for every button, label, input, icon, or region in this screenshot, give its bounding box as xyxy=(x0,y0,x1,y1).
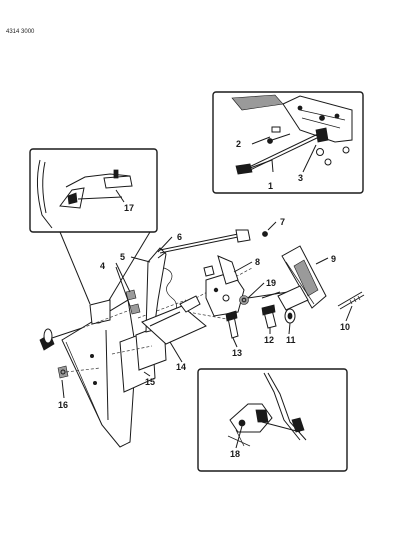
pedal-arm xyxy=(145,247,167,333)
leader-inset17 xyxy=(59,231,91,305)
callout-7: 7 xyxy=(280,217,285,227)
callout-12: 12 xyxy=(264,335,274,345)
callout-16: 16 xyxy=(58,400,68,410)
main-assembly xyxy=(39,229,365,448)
leader-lines xyxy=(61,136,353,449)
inset-bottom-right xyxy=(197,368,348,472)
callout-labels: 2 1 3 17 6 7 5 4 8 9 19 10 11 12 13 14 1… xyxy=(58,139,350,459)
callout-13: 13 xyxy=(232,348,242,358)
callout-4: 4 xyxy=(100,261,105,271)
callout-2: 2 xyxy=(236,139,241,149)
callout-18: 18 xyxy=(230,449,240,459)
callout-3: 3 xyxy=(298,173,303,183)
callout-1: 1 xyxy=(268,181,273,191)
leader-inset17b xyxy=(107,231,151,303)
callout-14: 14 xyxy=(176,362,186,372)
callout-10: 10 xyxy=(340,322,350,332)
callout-15: 15 xyxy=(145,377,155,387)
callout-6: 6 xyxy=(177,232,182,242)
callout-9: 9 xyxy=(331,254,336,264)
callout-5: 5 xyxy=(120,252,125,262)
callout-19: 19 xyxy=(266,278,276,288)
diagram-code: 4314 3000 xyxy=(6,29,35,35)
inset-top-left xyxy=(29,148,158,233)
callout-8: 8 xyxy=(255,257,260,267)
callout-11: 11 xyxy=(286,335,296,345)
callout-17: 17 xyxy=(124,203,134,213)
